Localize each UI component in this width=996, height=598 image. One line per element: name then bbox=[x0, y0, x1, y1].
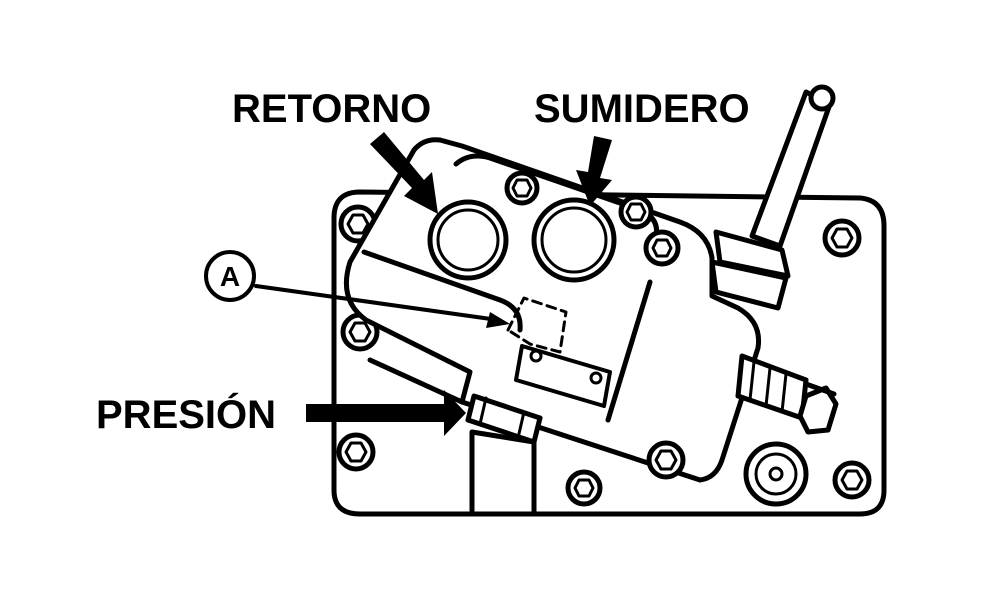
plate-bolt-bottom-right bbox=[832, 460, 872, 500]
valve-bolt-right bbox=[618, 194, 654, 230]
callout-a-leader bbox=[254, 284, 500, 322]
plate-bolt-mid-left bbox=[340, 312, 380, 352]
presion-label: PRESIÓN bbox=[96, 391, 276, 437]
pressure-line-block bbox=[469, 429, 537, 517]
presion-arrow bbox=[306, 390, 466, 436]
cover-plate-screw-right bbox=[589, 371, 603, 385]
retorno-arrow bbox=[370, 132, 438, 214]
valve-bolt-lower bbox=[646, 440, 686, 480]
sump-port bbox=[531, 197, 617, 283]
valve-body-upper-ridge bbox=[453, 153, 660, 241]
callout-a-arrowhead bbox=[486, 312, 510, 328]
plate-bolt-bottom-left bbox=[336, 432, 376, 472]
pressure-fitting bbox=[465, 393, 543, 517]
plate-bolts bbox=[336, 204, 872, 507]
callout-a-letter: A bbox=[220, 261, 240, 292]
label-arrows bbox=[306, 132, 612, 436]
plate-bolt-bottom-mid bbox=[565, 469, 603, 507]
lever-hex-nut bbox=[713, 229, 791, 279]
lever-boss bbox=[709, 259, 789, 311]
plate-bolt-top-right bbox=[822, 218, 862, 258]
callout-a: A bbox=[204, 250, 510, 328]
control-lever bbox=[709, 84, 836, 311]
retorno-label: RETORNO bbox=[232, 87, 431, 131]
sumidero-arrow bbox=[576, 136, 612, 206]
spool-end-nut bbox=[797, 385, 839, 435]
callout-a-circle bbox=[204, 250, 256, 302]
sumidero-label: SUMIDERO bbox=[534, 87, 750, 131]
cover-plate-screw-left bbox=[529, 349, 543, 363]
lever-tip bbox=[808, 84, 836, 112]
valve-body-mid-line bbox=[361, 249, 523, 333]
cover-plate bbox=[514, 344, 612, 408]
hidden-component-outline bbox=[506, 296, 568, 354]
valve-bolt-upper bbox=[504, 170, 540, 206]
valve-body-bolts bbox=[504, 170, 686, 480]
valve-body-step-line bbox=[605, 279, 653, 423]
return-port bbox=[427, 199, 509, 281]
valve-bolt-side bbox=[643, 229, 681, 267]
spool-threads bbox=[803, 381, 837, 397]
roller bbox=[743, 441, 809, 507]
spool-assembly bbox=[735, 353, 839, 435]
